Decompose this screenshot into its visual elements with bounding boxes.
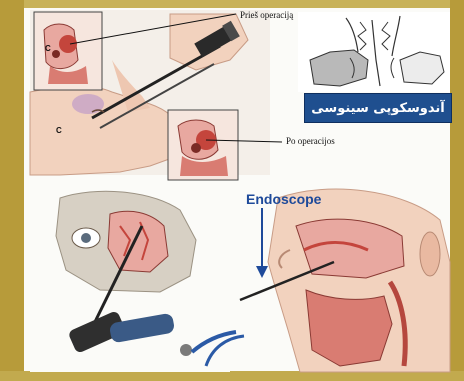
sinus-cavity-before: [59, 35, 77, 53]
ostium-before: [52, 50, 60, 58]
label-after-operation: Po operacijos: [286, 136, 335, 146]
sinus-line-diagram: [298, 12, 450, 92]
inset-after-operation: [168, 110, 238, 180]
bottom-left-skull-section: [30, 186, 236, 372]
bottom-right-head-section: [240, 189, 450, 372]
banner-text: آندوسکوپی سینوسی: [311, 101, 444, 116]
endoscope-connector: [180, 344, 192, 356]
banner-sinus-endoscopy: آندوسکوپی سینوسی: [304, 93, 452, 123]
arrow-down-icon: [256, 266, 268, 278]
label-before-operation: Prieš operaciją: [240, 10, 293, 20]
label-cavity-c-1: C: [45, 44, 51, 53]
label-endoscope: Endoscope: [246, 191, 321, 207]
nasal-region-highlight: [72, 94, 104, 114]
ostium-after: [191, 143, 201, 153]
ear: [420, 232, 440, 276]
label-cavity-c-2: C: [56, 126, 62, 135]
eye-iris: [81, 233, 91, 243]
